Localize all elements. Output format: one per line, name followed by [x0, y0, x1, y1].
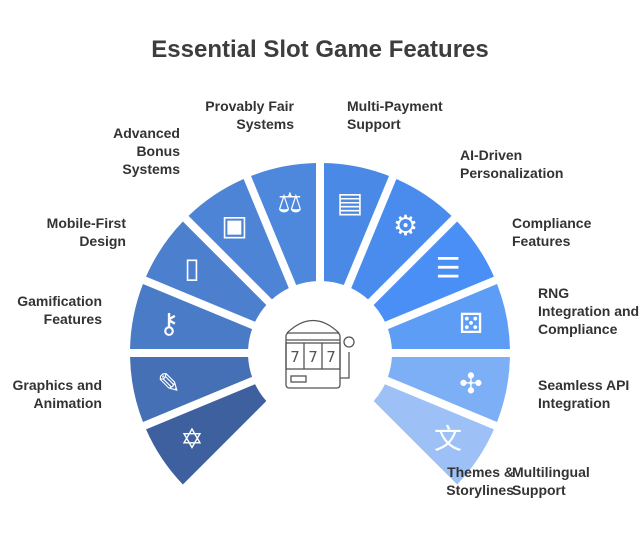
- treasure-chest-icon: ▣: [221, 209, 247, 242]
- segment-1: ✎: [130, 356, 253, 422]
- segment-shape: [251, 163, 317, 286]
- segment-7: ⚙: [351, 179, 452, 300]
- segment-3: ▯: [146, 221, 267, 322]
- reel-symbol: 7: [308, 348, 318, 366]
- label-mobile-first: Mobile-First Design: [46, 215, 126, 249]
- label-graphics: Graphics and Animation: [12, 377, 102, 411]
- mobile-refresh-icon: ▯: [184, 251, 199, 284]
- segment-5: ⚖: [251, 163, 317, 286]
- head-dice-icon: ⚄: [459, 307, 483, 340]
- segment-shape: [130, 284, 253, 350]
- segment-shape: [130, 356, 253, 422]
- head-gear-icon: ⚙: [393, 209, 418, 242]
- label-multilingual: Multilingual Support: [512, 464, 590, 498]
- segment-9: ⚄: [387, 284, 510, 350]
- label-rng: RNG Integration and Compliance: [538, 285, 640, 337]
- segment-6: ▤: [323, 163, 389, 286]
- segment-4: ▣: [188, 179, 289, 300]
- segment-shape: [323, 163, 389, 286]
- segment-shape: [188, 179, 289, 300]
- reel-symbol: 7: [326, 348, 336, 366]
- paintbrush-icon: ✎: [157, 367, 180, 400]
- scales-icon: ⚖: [277, 186, 302, 219]
- presentation-users-icon: ☰: [435, 251, 460, 284]
- book-star-icon: ✡: [180, 423, 203, 456]
- label-provably-fair: Provably Fair Systems: [205, 98, 294, 132]
- segment-0: ✡: [146, 384, 267, 485]
- diagram-title: Essential Slot Game Features: [151, 36, 489, 63]
- label-multi-payment: Multi-Payment Support: [347, 98, 443, 132]
- label-api: Seamless API Integration: [538, 377, 630, 411]
- label-advanced-bonus: Advanced Bonus Systems: [113, 125, 180, 177]
- reel-symbol: 7: [290, 348, 300, 366]
- network-nodes-icon: ✣: [459, 367, 482, 400]
- segment-2: ⚷: [130, 284, 253, 350]
- segment-10: ✣: [387, 356, 510, 422]
- label-gamification: Gamification Features: [17, 293, 102, 327]
- key-icon: ⚷: [159, 307, 180, 340]
- segment-shape: [373, 221, 494, 322]
- segment-shape: [373, 384, 494, 485]
- segment-11: 文: [373, 384, 494, 485]
- label-ai-driven: AI-Driven Personalization: [460, 147, 564, 181]
- segment-shape: [146, 384, 267, 485]
- translate-icon: 文: [434, 423, 462, 456]
- hand-card-icon: ▤: [337, 186, 363, 219]
- segment-8: ☰: [373, 221, 494, 322]
- segment-shape: [351, 179, 452, 300]
- slot-machine-icon: [285, 320, 355, 389]
- label-compliance: Compliance Features: [512, 215, 592, 249]
- segment-shape: [387, 356, 510, 422]
- segment-shape: [387, 284, 510, 350]
- segment-shape: [146, 221, 267, 322]
- label-themes: Themes & Storylines: [446, 464, 514, 498]
